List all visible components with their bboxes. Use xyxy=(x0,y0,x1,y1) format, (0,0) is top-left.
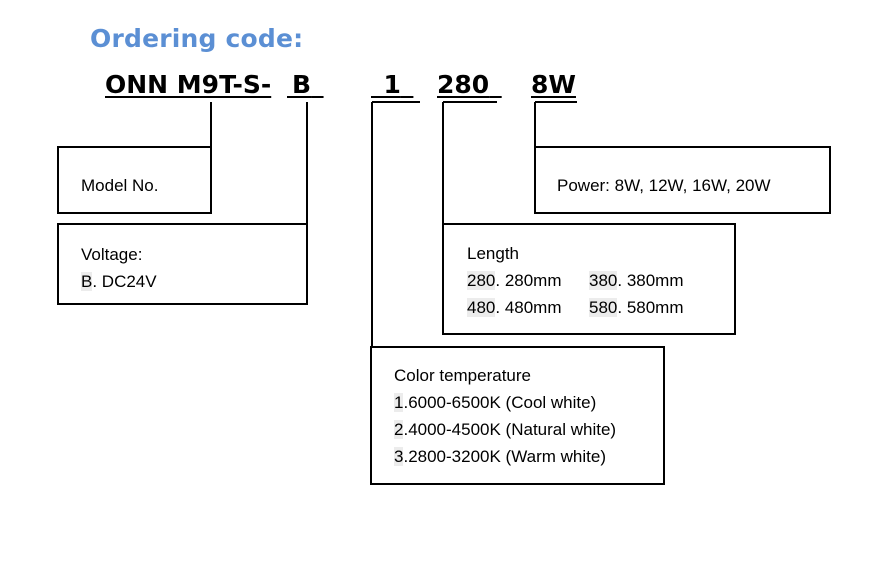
code-power: 8W xyxy=(531,70,576,99)
color-option-code: 3 xyxy=(394,447,404,466)
length-option: 380. 380mm xyxy=(589,267,684,294)
voltage-option-code: B xyxy=(81,272,93,291)
power-label: Power: 8W, 12W, 16W, 20W xyxy=(557,176,771,195)
color-label: Color temperature xyxy=(394,366,532,385)
voltage-option-text: . DC24V xyxy=(92,272,157,291)
code-length-value: 280 xyxy=(437,70,490,99)
code-voltage: B xyxy=(287,70,324,99)
code-length: 280 xyxy=(437,70,502,99)
length-option-code: 280 xyxy=(467,271,496,290)
color-option-code: 1 xyxy=(394,393,404,412)
color-option: 3.2800-3200K (Warm white) xyxy=(394,443,616,470)
power-box: Power: 8W, 12W, 16W, 20W xyxy=(534,146,831,214)
length-label: Length xyxy=(467,244,519,263)
color-option-code: 2 xyxy=(394,420,404,439)
color-option-text: .4000-4500K (Natural white) xyxy=(403,420,617,439)
code-color-value: 1 xyxy=(383,70,401,99)
length-option: 480. 480mm xyxy=(467,294,589,321)
voltage-label: Voltage: xyxy=(81,245,143,264)
voltage-box: Voltage: B. DC24V xyxy=(57,223,308,305)
color-option: 1.6000-6500K (Cool white) xyxy=(394,389,616,416)
code-color: 1 xyxy=(371,70,413,99)
length-option-text: . 380mm xyxy=(617,271,684,290)
length-option-text: . 280mm xyxy=(495,271,562,290)
length-option-code: 480 xyxy=(467,298,496,317)
color-temperature-box: Color temperature 1.6000-6500K (Cool whi… xyxy=(370,346,665,485)
code-model: ONN M9T-S- xyxy=(105,70,272,99)
length-option: 280. 280mm xyxy=(467,267,589,294)
length-option-text: . 580mm xyxy=(617,298,684,317)
color-option-text: .2800-3200K (Warm white) xyxy=(403,447,606,466)
color-option-text: .6000-6500K (Cool white) xyxy=(403,393,597,412)
voltage-option: B. DC24V xyxy=(81,268,157,295)
length-option-code: 380 xyxy=(589,271,618,290)
voltage-content: Voltage: B. DC24V xyxy=(81,241,157,295)
length-option-text: . 480mm xyxy=(495,298,562,317)
color-content: Color temperature 1.6000-6500K (Cool whi… xyxy=(394,362,616,470)
page-title: Ordering code: xyxy=(90,24,304,53)
model-label: Model No. xyxy=(81,176,159,195)
color-option: 2.4000-4500K (Natural white) xyxy=(394,416,616,443)
length-option-code: 580 xyxy=(589,298,618,317)
model-box: Model No. xyxy=(57,146,212,214)
code-voltage-value: B xyxy=(292,70,312,99)
length-option: 580. 580mm xyxy=(589,294,684,321)
